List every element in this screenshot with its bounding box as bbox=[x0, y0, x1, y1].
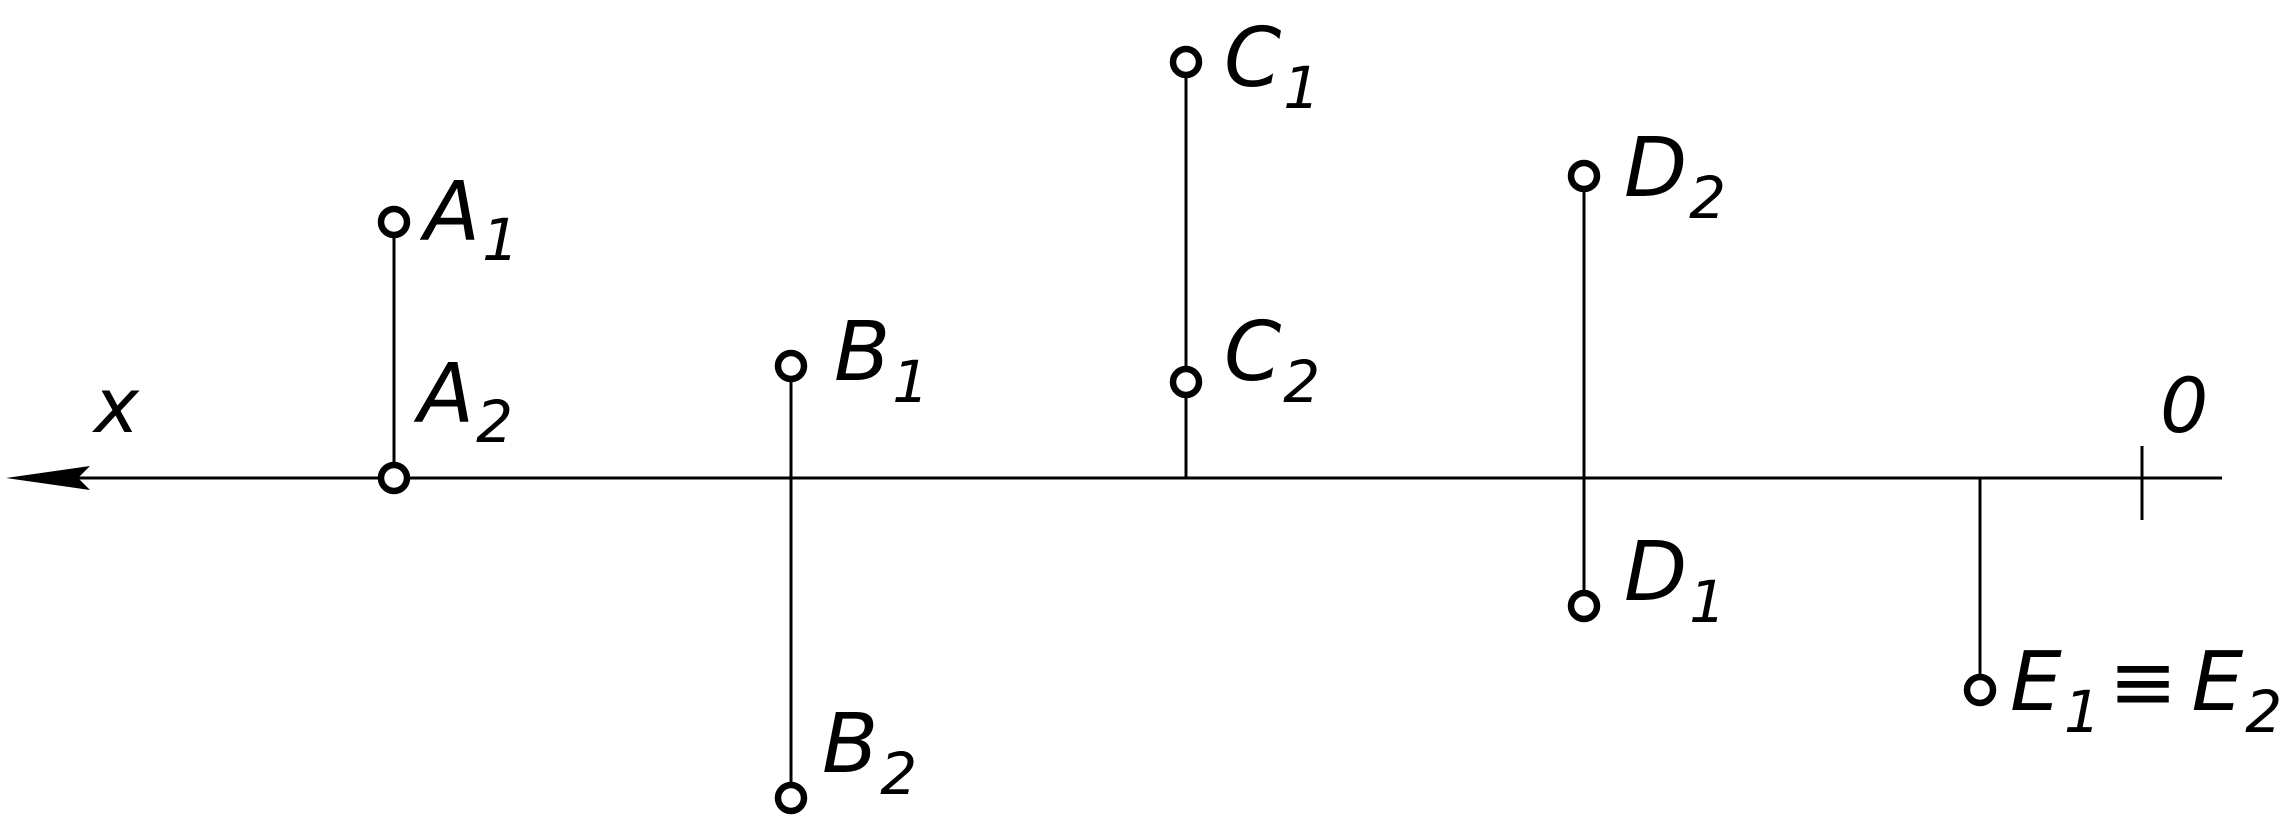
label-b2-letter: B bbox=[822, 697, 878, 792]
label-d2: D2 bbox=[1624, 121, 1726, 232]
origin-label: 0 bbox=[2160, 361, 2208, 450]
point-b1 bbox=[774, 349, 808, 383]
label-d2-sub: 2 bbox=[1689, 164, 1726, 232]
point-d1 bbox=[1567, 589, 1601, 623]
label-a2-letter: A bbox=[413, 347, 474, 442]
label-a2-sub: 2 bbox=[476, 388, 513, 456]
label-c2-letter: C bbox=[1224, 305, 1281, 400]
label-b2-sub: 2 bbox=[880, 740, 917, 808]
label-a1-sub: 1 bbox=[482, 206, 519, 274]
label-d2-letter: D bbox=[1624, 121, 1687, 216]
label-equivalence-symbol: ≡ bbox=[2109, 635, 2178, 730]
point-d2 bbox=[1567, 159, 1601, 193]
label-c1-sub: 1 bbox=[1283, 54, 1320, 122]
label-e1-sub: 1 bbox=[2064, 678, 2101, 746]
label-c1: C1 bbox=[1224, 11, 1320, 122]
label-c1-letter: C bbox=[1224, 11, 1281, 106]
label-b1: B1 bbox=[834, 305, 929, 416]
label-e1-letter: E bbox=[2010, 635, 2062, 730]
point-e bbox=[1963, 673, 1997, 707]
label-d1: D1 bbox=[1624, 525, 1726, 636]
label-b2: B2 bbox=[822, 697, 917, 808]
label-a1-letter: A bbox=[419, 165, 480, 260]
label-b1-letter: B bbox=[834, 305, 890, 400]
label-c2: C2 bbox=[1224, 305, 1320, 416]
label-c2-sub: 2 bbox=[1283, 348, 1320, 416]
point-a2 bbox=[377, 461, 411, 495]
label-d1-letter: D bbox=[1624, 525, 1687, 620]
point-b2 bbox=[774, 781, 808, 815]
label-a2: A2 bbox=[413, 347, 513, 456]
label-e2-letter: E bbox=[2191, 635, 2243, 730]
label-d1-sub: 1 bbox=[1689, 568, 1726, 636]
point-c1 bbox=[1169, 45, 1203, 79]
label-e2-sub: 2 bbox=[2245, 678, 2282, 746]
label-b1-sub: 1 bbox=[892, 348, 929, 416]
x-axis-label: x bbox=[92, 361, 140, 450]
point-a1 bbox=[377, 205, 411, 239]
label-a1: A1 bbox=[419, 165, 519, 274]
label-e: E1≡E2 bbox=[2010, 635, 2282, 746]
point-c2 bbox=[1169, 365, 1203, 399]
axis-arrowhead bbox=[6, 466, 90, 490]
